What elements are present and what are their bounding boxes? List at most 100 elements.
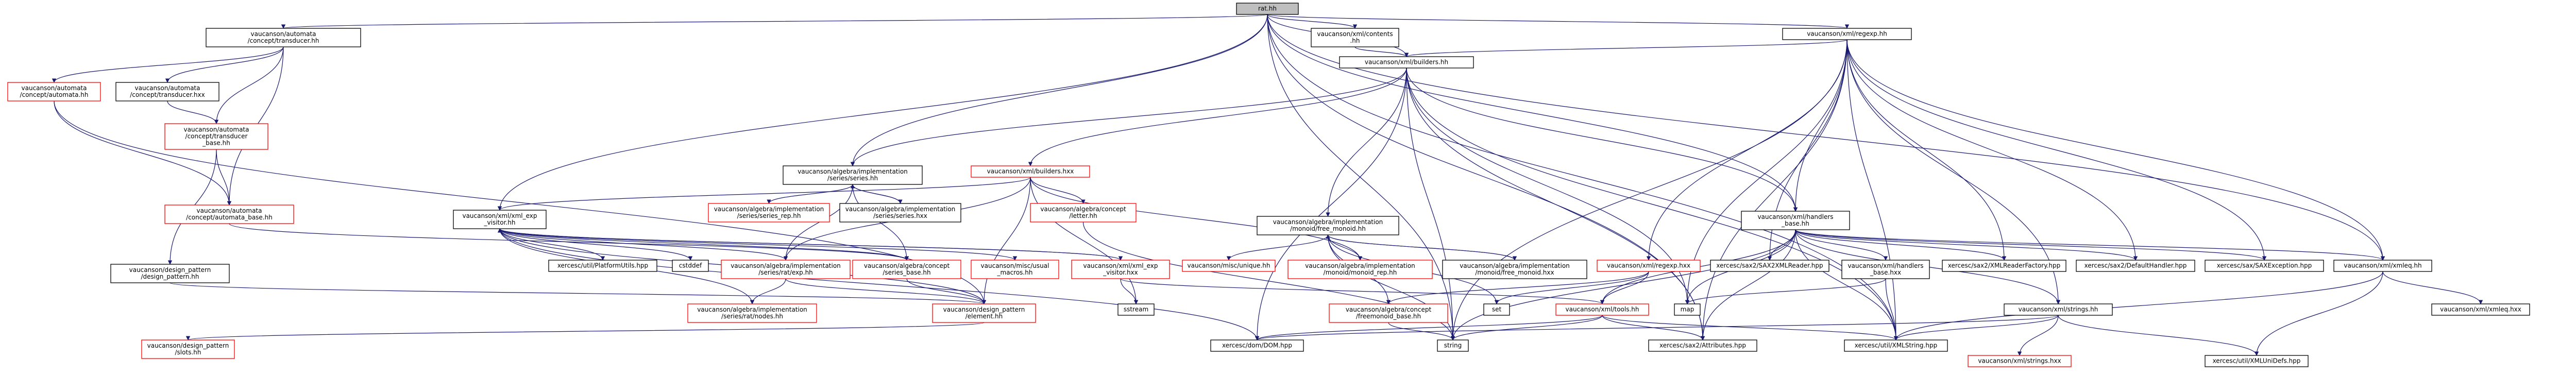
graph-node-vaucanson-automata-concept-transducer-hxx[interactable]: vaucanson/automata/concept/transducer.hx… (115, 82, 219, 101)
graph-node-xercesc-sax2-xmlreaderfactory-hpp[interactable]: xercesc/sax2/XMLReaderFactory.hpp (1942, 260, 2066, 272)
node-box (2333, 260, 2432, 272)
graph-node-vaucanson-design-pattern-element-hh[interactable]: vaucanson/design_pattern/element.hh (932, 303, 1036, 323)
graph-node-vaucanson-xml-handlers-base-hxx[interactable]: vaucanson/xml/handlers_base.hxx (1841, 260, 1930, 279)
graph-node-vaucanson-xml-strings-hh[interactable]: vaucanson/xml/strings.hh (2004, 303, 2113, 316)
graph-node-vaucanson-xml-xmleq-hxx[interactable]: vaucanson/xml/xmleq.hxx (2431, 303, 2530, 316)
edges (52, 14, 2483, 356)
graph-node-vaucanson-xml-xmleq-hh[interactable]: vaucanson/xml/xmleq.hh (2333, 260, 2432, 272)
graph-node-xercesc-sax2-sax2xmlreader-hpp[interactable]: xercesc/sax2/SAX2XMLReader.hpp (1710, 260, 1829, 272)
graph-node-vaucanson-xml-xml-exp-visitor-hh[interactable]: vaucanson/xml/xml_exp_visitor.hh (453, 210, 547, 229)
graph-node-vaucanson-xml-regexp-hxx[interactable]: vaucanson/xml/regexp.hxx (1597, 260, 1701, 272)
node-label-line: vaucanson/design_pattern (129, 266, 211, 274)
graph-node-xercesc-sax-saxexception-hpp[interactable]: xercesc/sax/SAXException.hpp (2205, 260, 2324, 272)
node-box (1841, 260, 1930, 279)
graph-node-xercesc-util-platformutils-hpp[interactable]: xercesc/util/PlatformUtils.hpp (548, 260, 657, 272)
node-label-line: _visitor.hxx (1103, 269, 1138, 276)
graph-node-vaucanson-automata-concept-transducer-base-hh[interactable]: vaucanson/automata/concept/transducer_ba… (164, 123, 268, 150)
graph-node-vaucanson-automata-concept-automata-hh[interactable]: vaucanson/automata/concept/automata.hh (7, 82, 101, 101)
graph-node-vaucanson-xml-builders-hh[interactable]: vaucanson/xml/builders.hh (1339, 56, 1474, 69)
edge-freeMonoid-to-monoidRep (1327, 234, 1363, 261)
graph-node-xercesc-sax2-defaulthandler-hpp[interactable]: xercesc/sax2/DefaultHandler.hpp (2076, 260, 2195, 272)
node-label-line: vaucanson/algebra/implementation (1305, 262, 1415, 269)
node-box (453, 210, 547, 229)
graph-node-map[interactable]: map (1674, 303, 1701, 316)
node-label-line: xercesc/util/XMLUniDefs.hpp (2213, 357, 2301, 365)
edge-designElement-to-designSlots (186, 322, 985, 340)
graph-node-vaucanson-xml-builders-hxx[interactable]: vaucanson/xml/builders.hxx (971, 165, 1090, 178)
node-label-line: xercesc/dom/DOM.hpp (1222, 342, 1292, 349)
edge-regexpHxx-to-toolsHh (1600, 271, 1649, 304)
node-box (1339, 56, 1474, 69)
graph-node-vaucanson-automata-concept-automata-base-hh[interactable]: vaucanson/automata/concept/automata_base… (164, 204, 294, 224)
graph-node-sstream[interactable]: sstream (1117, 303, 1155, 316)
graph-node-vaucanson-misc-unique-hh[interactable]: vaucanson/misc/unique.hh (1182, 260, 1276, 272)
edge-xmlRegexp-to-xmlEqHh (1846, 39, 2385, 261)
node-label-line: vaucanson/automata (197, 207, 262, 214)
graph-node-vaucanson-xml-regexp-hh[interactable]: vaucanson/xml/regexp.hh (1782, 28, 1912, 40)
graph-node-xercesc-dom-dom-hpp[interactable]: xercesc/dom/DOM.hpp (1210, 339, 1304, 352)
node-label-line: xercesc/sax2/SAX2XMLReader.hpp (1716, 262, 1823, 269)
graph-node-vaucanson-algebra-implementation-series-series-hxx[interactable]: vaucanson/algebra/implementation/series/… (839, 203, 961, 223)
graph-node-vaucanson-algebra-implementation-monoid-free-monoid-hxx[interactable]: vaucanson/algebra/implementation/monoid/… (1442, 260, 1587, 279)
node-label-line: /slots.hh (175, 349, 201, 356)
node-box (1483, 303, 1510, 316)
node-box (1182, 260, 1276, 272)
node-box (721, 260, 851, 279)
edge-xmlXmlExpVisitor-to-platformUtils (499, 228, 605, 261)
node-label-line: xercesc/sax2/XMLReaderFactory.hpp (1948, 262, 2061, 269)
graph-node-xercesc-util-xmlstring-hpp[interactable]: xercesc/util/XMLString.hpp (1844, 339, 1948, 352)
graph-node-vaucanson-xml-strings-hxx[interactable]: vaucanson/xml/strings.hxx (1968, 355, 2072, 367)
graph-node-xercesc-sax2-attributes-hpp[interactable]: xercesc/sax2/Attributes.hpp (1648, 339, 1757, 352)
node-box (1555, 303, 1649, 316)
nodes: rat.hh vaucanson/automata/concept/transdu… (7, 3, 2530, 367)
graph-node-vaucanson-algebra-implementation-monoid-monoid-rep-hh[interactable]: vaucanson/algebra/implementation/monoid/… (1287, 260, 1433, 279)
graph-node-vaucanson-algebra-concept-series-base-hh[interactable]: vaucanson/algebra/concept/series_base.hh (852, 260, 961, 279)
node-box (932, 303, 1036, 323)
edge-buildersHxx-to-sstream (1030, 177, 1139, 304)
edge-freemonoidBase-to-stringNode (1388, 322, 1455, 340)
node-label-line: /series_base.hh (883, 269, 930, 276)
graph-node-vaucanson-algebra-implementation-series-rat-exp-hh[interactable]: vaucanson/algebra/implementation/series/… (721, 260, 851, 279)
graph-node-set[interactable]: set (1483, 303, 1510, 316)
edge-handlersBaseHxx-to-map (1685, 278, 1886, 304)
node-label-line: /concept/transducer.hh (248, 37, 319, 44)
node-label-line: /concept/transducer.hxx (130, 91, 205, 98)
graph-node-vaucanson-algebra-implementation-series-series-rep-hh[interactable]: vaucanson/algebra/implementation/series/… (708, 203, 830, 223)
graph-node-vaucanson-xml-xml-exp-visitor-hxx[interactable]: vaucanson/xml/xml_exp_visitor.hxx (1071, 260, 1170, 279)
node-box (110, 264, 230, 283)
node-label-line: vaucanson/automata (22, 84, 87, 92)
edge-root-to-seriesHh (850, 14, 1268, 166)
graph-node-vaucanson-automata-concept-transducer-hh[interactable]: vaucanson/automata/concept/transducer.hh (206, 28, 361, 47)
node-box (1968, 355, 2072, 367)
node-label-line: /concept/automata.hh (20, 91, 88, 98)
graph-node-vaucanson-algebra-concept-freemonoid-base-hh[interactable]: vaucanson/algebra/concept/freemonoid_bas… (1329, 303, 1448, 323)
graph-node-rat-hh[interactable]: rat.hh (1236, 3, 1299, 15)
graph-node-xercesc-util-xmlunidefs-hpp[interactable]: xercesc/util/XMLUniDefs.hpp (2205, 355, 2309, 367)
graph-node-vaucanson-xml-tools-hh[interactable]: vaucanson/xml/tools.hh (1555, 303, 1649, 316)
node-label-line: /series/series_rep.hh (737, 212, 801, 219)
node-box (141, 339, 235, 359)
edge-root-to-attributes (1267, 14, 1705, 340)
edge-freeMonoidHxx-to-freeMonoid (1326, 234, 1515, 261)
graph-node-vaucanson-algebra-concept-letter-hh[interactable]: vaucanson/algebra/concept/letter.hh (1030, 203, 1137, 223)
edge-xmlRegexp-to-xmlBuilders (1404, 39, 1848, 57)
edge-xmlXmlExpVisitor-to-ratExp (499, 228, 788, 261)
edge-conceptTransducer-to-conceptAutomata (52, 46, 284, 83)
graph-node-vaucanson-algebra-implementation-series-rat-nodes-hh[interactable]: vaucanson/algebra/implementation/series/… (687, 303, 817, 323)
graph-node-vaucanson-xml-handlers-base-hh[interactable]: vaucanson/xml/handlers_base.hh (1741, 211, 1850, 230)
node-box (2076, 260, 2195, 272)
node-box (1329, 303, 1448, 323)
graph-node-vaucanson-design-pattern-slots-hh[interactable]: vaucanson/design_pattern/slots.hh (141, 339, 235, 359)
node-box (839, 203, 961, 223)
graph-node-vaucanson-xml-contents-hh[interactable]: vaucanson/xml/contents.hh (1311, 28, 1399, 47)
node-label-line: vaucanson/xml/contents (1317, 30, 1393, 38)
node-label-line: xercesc/util/PlatformUtils.hpp (557, 262, 648, 269)
node-box (1782, 28, 1912, 40)
graph-node-vaucanson-design-pattern-design-pattern-hh[interactable]: vaucanson/design_pattern/design_pattern.… (110, 264, 230, 283)
graph-node-vaucanson-misc-usual-macros-hh[interactable]: vaucanson/misc/usual_macros.hh (971, 260, 1059, 279)
graph-node-string[interactable]: string (1437, 339, 1469, 352)
graph-node-cstddef[interactable]: cstddef (672, 260, 709, 272)
graph-node-vaucanson-algebra-implementation-series-series-hh[interactable]: vaucanson/algebra/implementation/series/… (783, 165, 923, 185)
graph-node-vaucanson-algebra-implementation-monoid-free-monoid-hh[interactable]: vaucanson/algebra/implementation/monoid/… (1257, 216, 1399, 235)
